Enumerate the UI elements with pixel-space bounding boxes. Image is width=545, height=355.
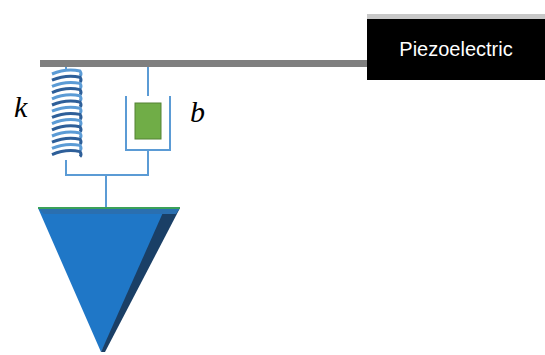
node-text: Piezoelectric	[399, 38, 512, 61]
cantilever-beam	[40, 60, 372, 67]
piezo-actuator: Piezoelectric	[367, 14, 545, 80]
spring-coil	[52, 151, 81, 157]
spring-symbol	[52, 67, 81, 157]
tip-stem	[105, 175, 107, 208]
tip-edge	[38, 207, 180, 209]
damper-rod	[147, 67, 149, 96]
damper-link	[147, 150, 149, 175]
spring-constant-label: k	[14, 92, 27, 122]
damper-cylinder	[126, 96, 170, 150]
damping-label: b	[190, 97, 205, 127]
spring-end	[65, 67, 67, 71]
tip-top-face	[38, 208, 180, 214]
tip-side-face	[101, 208, 180, 352]
spring-link	[65, 160, 67, 175]
damper-piston	[135, 103, 161, 139]
